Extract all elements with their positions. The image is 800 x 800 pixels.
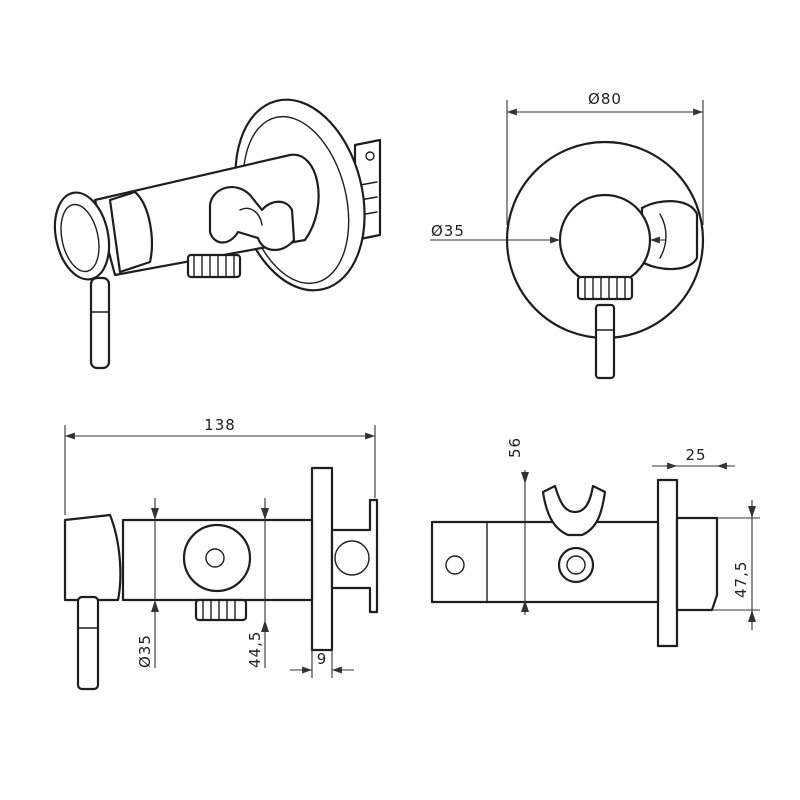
body-circle <box>558 193 652 287</box>
dim-56-label: 56 <box>506 437 524 458</box>
side-rosette <box>310 466 334 652</box>
shower-holder <box>208 185 296 251</box>
side-connector-thread <box>202 600 236 620</box>
side-holder-center <box>205 548 225 568</box>
holder-slot <box>239 207 263 226</box>
rear-body <box>430 520 660 604</box>
side-lever-housing <box>63 513 122 602</box>
dim-445-label: 44,5 <box>246 631 264 668</box>
dim-445-arrow-top <box>261 508 269 520</box>
dim-475-arrow-bottom <box>748 610 756 622</box>
side-view: 138 Ø35 44,5 9 <box>63 416 379 691</box>
hose-connector <box>186 253 242 279</box>
side-holder-disc <box>182 523 252 593</box>
dim-445-arrow-bottom <box>261 620 269 632</box>
dim-9-label: 9 <box>317 650 328 668</box>
side-connector <box>194 598 248 622</box>
dim-side-d35-arrow-top <box>151 508 159 520</box>
rear-bracket <box>675 516 719 612</box>
lever-housing <box>108 190 153 274</box>
dim-475-label: 47,5 <box>732 561 750 598</box>
dim-475-arrow-top <box>748 506 756 518</box>
bracket-hole <box>365 151 375 161</box>
rear-holder-fork <box>541 484 607 537</box>
holder-wing-edge <box>659 213 667 259</box>
dim-56-arrow-top <box>521 472 529 484</box>
side-bracket-hole <box>334 540 370 576</box>
dim-56-arrow-bottom <box>521 600 529 612</box>
rear-cap-hole <box>445 555 465 575</box>
rear-rosette <box>656 478 679 648</box>
dim-d35-label: Ø35 <box>431 222 465 240</box>
dim-side-d35-arrow-bottom <box>151 600 159 612</box>
holder-wing <box>640 200 699 271</box>
dim-side-d35-label: Ø35 <box>136 634 154 668</box>
side-lever <box>76 595 100 691</box>
side-bracket <box>330 498 379 614</box>
handle-cap-face <box>60 203 100 273</box>
front-connector <box>576 275 634 301</box>
lever-stem <box>89 276 111 370</box>
dim-25-label: 25 <box>685 446 706 464</box>
dim-138-label: 138 <box>204 416 236 434</box>
rear-connector-outer <box>557 546 595 584</box>
front-view: Ø80 Ø35 <box>430 90 705 380</box>
isometric-view <box>53 98 382 370</box>
front-lever <box>594 303 616 380</box>
rear-view: 56 25 47,5 <box>430 437 760 648</box>
front-connector-thread <box>584 277 626 299</box>
dim-d80-label: Ø80 <box>588 90 622 108</box>
rear-connector-inner <box>566 555 586 575</box>
connector-thread <box>193 255 235 277</box>
